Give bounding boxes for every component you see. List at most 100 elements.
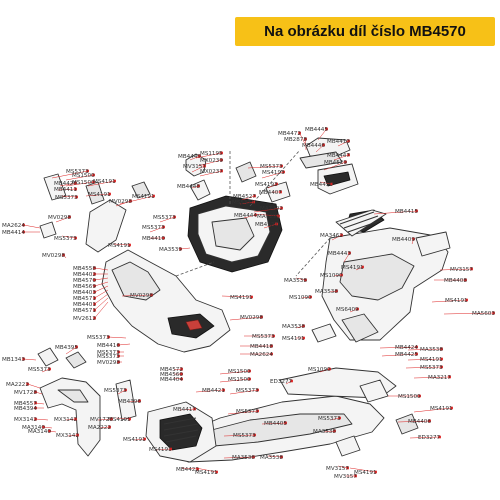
leader-line bbox=[23, 358, 37, 361]
part-callout: MA2624 bbox=[240, 352, 273, 358]
part-callout: MS5373 bbox=[229, 388, 259, 395]
part-number-label: MB4405 bbox=[264, 421, 287, 427]
part-callout: MS4193 bbox=[261, 170, 285, 179]
leader-line bbox=[337, 465, 348, 469]
leader-marker bbox=[290, 379, 293, 383]
leader-marker bbox=[220, 151, 223, 155]
part-callout: MB4570 bbox=[73, 277, 109, 284]
part-number-label: MA3140 bbox=[22, 425, 45, 431]
leader-marker bbox=[34, 417, 37, 421]
front-grille-part bbox=[145, 401, 217, 463]
part-number-label: MS4191 bbox=[195, 470, 218, 476]
part-callout: MS5373 bbox=[318, 416, 341, 422]
leader-line bbox=[108, 336, 127, 339]
leader-marker bbox=[438, 435, 441, 439]
part-number-label: MV1728 bbox=[90, 417, 113, 423]
leader-line bbox=[65, 181, 94, 187]
leader-marker bbox=[279, 190, 282, 194]
leader-line bbox=[407, 358, 442, 361]
part-number-label: MA3538 bbox=[232, 455, 255, 461]
leader-line bbox=[295, 277, 306, 281]
leader-marker bbox=[450, 406, 453, 410]
part-callout: MA3140 bbox=[28, 429, 57, 435]
leader-marker bbox=[356, 307, 359, 311]
leader-marker bbox=[333, 429, 336, 433]
part-number-label: MB4472 bbox=[278, 131, 301, 137]
part-callout: MS5373 bbox=[97, 350, 124, 356]
part-callout: MB4529 bbox=[323, 160, 347, 171]
leader-line bbox=[241, 195, 255, 201]
part-callout: MS5373 bbox=[227, 409, 259, 415]
leader-line bbox=[65, 174, 94, 181]
leader-marker bbox=[93, 316, 96, 320]
part-number-label: MB4527 bbox=[255, 222, 278, 228]
part-number-label: MB4572 bbox=[160, 367, 183, 373]
frame-part bbox=[187, 149, 301, 273]
leader-line bbox=[180, 247, 191, 250]
part-callout: MA3538 bbox=[282, 324, 305, 330]
leader-line bbox=[94, 277, 109, 281]
part-callout: MB4416 bbox=[97, 343, 131, 349]
part-number-label: MB4446 bbox=[302, 143, 325, 149]
leader-marker bbox=[272, 334, 275, 338]
part-number-label: MS4191 bbox=[354, 470, 377, 476]
leader-line bbox=[317, 128, 327, 141]
leader-line bbox=[195, 467, 217, 473]
leader-marker bbox=[325, 127, 328, 131]
part-number-label: MV0298 bbox=[109, 199, 132, 205]
part-number-label: MB4445 bbox=[305, 127, 328, 133]
part-callout: MS4191 bbox=[85, 192, 111, 198]
part-callout: MA2222 bbox=[6, 382, 41, 389]
leader-marker bbox=[117, 354, 120, 358]
leader-marker bbox=[138, 399, 141, 403]
leader-line bbox=[87, 180, 115, 187]
part-callout: MB4446 bbox=[302, 143, 325, 153]
leader-marker bbox=[415, 209, 418, 213]
leader-line bbox=[159, 216, 175, 223]
leader-line bbox=[155, 448, 171, 451]
leader-line bbox=[431, 299, 467, 303]
leader-marker bbox=[197, 184, 200, 188]
part-number-label: MA3538 bbox=[260, 455, 283, 461]
part-number-label: MB4447 bbox=[327, 153, 350, 159]
part-number-label: MS1500 bbox=[72, 180, 95, 186]
part-callout: MS5373 bbox=[54, 235, 77, 242]
part-callout: MB4425 bbox=[381, 352, 418, 358]
part-callout: MS5373 bbox=[232, 200, 255, 206]
leader-marker bbox=[128, 243, 131, 247]
part-callout: MV1728 bbox=[90, 417, 113, 423]
part-callout: MS6409 bbox=[336, 307, 359, 313]
leader-marker bbox=[86, 169, 89, 173]
leader-marker bbox=[152, 194, 155, 198]
floor-mat-part bbox=[335, 209, 387, 237]
part-callout: MS5373 bbox=[223, 433, 256, 439]
part-number-label: MB4407 bbox=[259, 190, 282, 196]
part-callout: ED3277 bbox=[270, 379, 293, 385]
part-number-label: ED3277 bbox=[270, 379, 293, 385]
part-number-label: MS4191 bbox=[108, 417, 131, 423]
part-callout: MB4418 bbox=[240, 344, 273, 350]
part-callout: MS4191 bbox=[413, 406, 453, 413]
part-callout: MB4443 bbox=[328, 251, 351, 263]
part-callout: MB4413 bbox=[327, 139, 350, 147]
part-number-label: MS6409 bbox=[336, 307, 359, 313]
part-number-label: MB4415 bbox=[395, 209, 418, 215]
part-callout: MV3157 bbox=[439, 267, 473, 273]
leader-marker bbox=[220, 158, 223, 162]
leader-marker bbox=[222, 388, 225, 392]
leader-marker bbox=[48, 429, 51, 433]
part-number-label: MS5373 bbox=[54, 236, 77, 242]
part-number-label: MB4557 bbox=[14, 401, 37, 407]
leader-line bbox=[397, 420, 430, 423]
leader-line bbox=[413, 376, 450, 379]
part-number-label: MS4193 bbox=[255, 182, 278, 188]
part-number-label: MS5373 bbox=[142, 225, 165, 231]
part-callout: MS1500 bbox=[388, 394, 421, 400]
part-callout: MS4191 bbox=[341, 265, 364, 271]
part-callout: MS1090 bbox=[289, 295, 312, 301]
part-callout: MV0298 bbox=[229, 315, 263, 321]
leader-line bbox=[319, 368, 330, 373]
part-callout: MB4527 bbox=[255, 222, 278, 229]
part-callout: MV1728 bbox=[14, 390, 43, 396]
part-number-label: MS4191 bbox=[132, 194, 155, 200]
